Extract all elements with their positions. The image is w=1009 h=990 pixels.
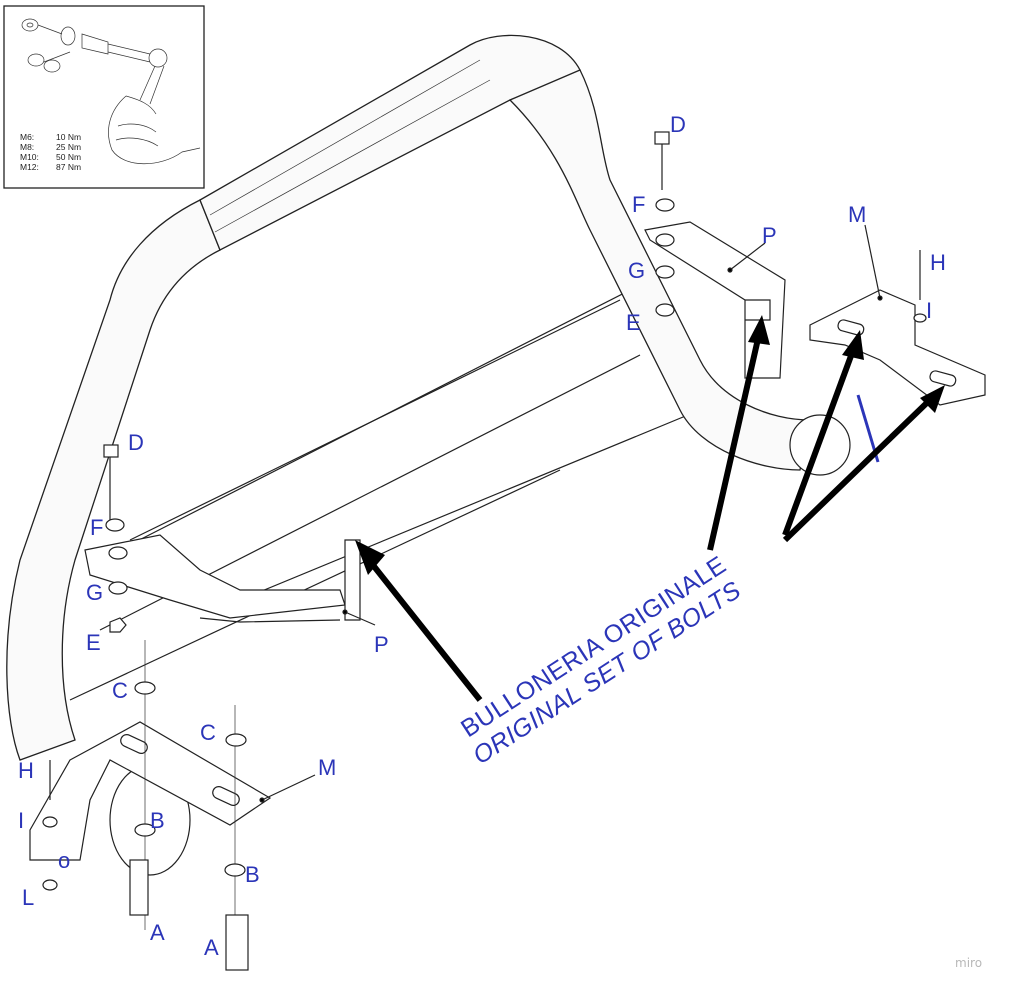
torque-value-1: 10 Nm [56, 132, 81, 142]
label-f-left: F [90, 515, 103, 540]
right-hardware [654, 131, 927, 323]
bolts-arrows [355, 315, 945, 702]
torque-value-4: 87 Nm [56, 162, 81, 172]
label-m-right: M [848, 202, 866, 227]
torque-size-1: M6: [20, 132, 34, 142]
left-hardware [42, 444, 249, 971]
torque-value-3: 50 Nm [56, 152, 81, 162]
label-c-left: C [112, 678, 128, 703]
left-foot-plate-m [29, 721, 272, 861]
right-foot-plate-m [809, 289, 986, 463]
label-i-right: I [926, 298, 932, 323]
label-h-right: H [930, 250, 946, 275]
label-a-left: A [150, 920, 165, 945]
miro-watermark: miro [955, 956, 982, 970]
label-d-right: D [670, 112, 686, 137]
label-m-left: M [318, 755, 336, 780]
torque-size-4: M12: [20, 162, 39, 172]
label-o-left: o [58, 848, 70, 873]
label-i-left: I [18, 808, 24, 833]
label-e-right: E [626, 310, 641, 335]
leader-lines [259, 224, 883, 803]
wrench-sketch [21, 18, 201, 165]
label-d-left: D [128, 430, 144, 455]
label-b-mid: B [245, 862, 260, 887]
torque-inset: M6: 10 Nm M8: 25 Nm M10: 50 Nm M12: 87 N… [3, 5, 205, 189]
label-p-right: P [762, 223, 777, 248]
bolts-callout-en: ORIGINAL SET OF BOLTS [468, 576, 746, 770]
left-bracket-p [84, 534, 361, 623]
label-e-left: E [86, 630, 101, 655]
label-b-left: B [150, 808, 165, 833]
label-c-mid: C [200, 720, 216, 745]
torque-table: M6: 10 Nm M8: 25 Nm M10: 50 Nm M12: 87 N… [20, 132, 81, 172]
part-labels: D F G E C C H I o L B B A A M P D F G E … [18, 112, 946, 960]
torque-size-3: M10: [20, 152, 39, 162]
torque-value-2: 25 Nm [56, 142, 81, 152]
label-l-left: L [22, 885, 34, 910]
label-g-left: G [86, 580, 103, 605]
label-a-mid: A [204, 935, 219, 960]
label-g-right: G [628, 258, 645, 283]
torque-size-2: M8: [20, 142, 34, 152]
label-f-right: F [632, 192, 645, 217]
bolts-callout-it: BULLONERIA ORIGINALE [456, 551, 731, 743]
label-h-left: H [18, 758, 34, 783]
label-p-left: P [374, 632, 389, 657]
